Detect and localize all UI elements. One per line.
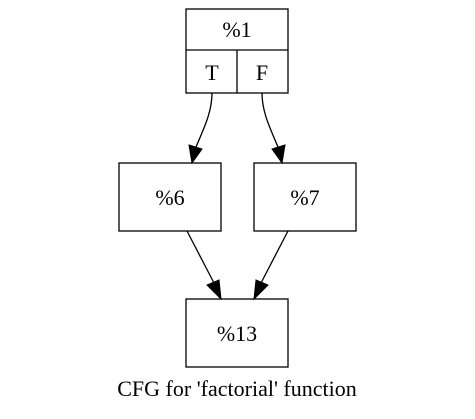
node-entry-false-port: F xyxy=(256,60,268,85)
node-false-block-box xyxy=(253,162,357,232)
edge-entry-true-to-true-block xyxy=(188,92,213,165)
edge-entry-true-line xyxy=(195,92,213,148)
node-true-block-box xyxy=(118,162,222,232)
edge-true-block-to-exit xyxy=(186,230,222,301)
node-false-block-label: %7 xyxy=(290,185,319,210)
edge-entry-false-to-false-block xyxy=(261,92,286,165)
node-true-block: %6 xyxy=(118,162,222,232)
edge-true-block-arrowhead xyxy=(206,279,222,301)
node-exit-block: %13 xyxy=(185,298,289,368)
edge-false-block-to-exit xyxy=(253,230,289,301)
node-entry-label: %1 xyxy=(222,17,251,42)
edge-entry-false-line xyxy=(261,92,279,148)
node-exit-block-box xyxy=(185,298,289,368)
edge-entry-true-arrowhead xyxy=(188,144,203,165)
node-true-block-label: %6 xyxy=(155,185,184,210)
node-entry-true-port: T xyxy=(205,60,219,85)
node-false-block: %7 xyxy=(253,162,357,232)
node-exit-block-label: %13 xyxy=(217,321,257,346)
diagram-caption: CFG for 'factorial' function xyxy=(117,376,356,401)
edge-false-block-line xyxy=(260,230,289,284)
edge-true-block-line xyxy=(186,230,215,284)
edge-false-block-arrowhead xyxy=(253,279,269,301)
edge-entry-false-arrowhead xyxy=(271,144,286,165)
node-entry: %1 T F xyxy=(185,8,289,94)
